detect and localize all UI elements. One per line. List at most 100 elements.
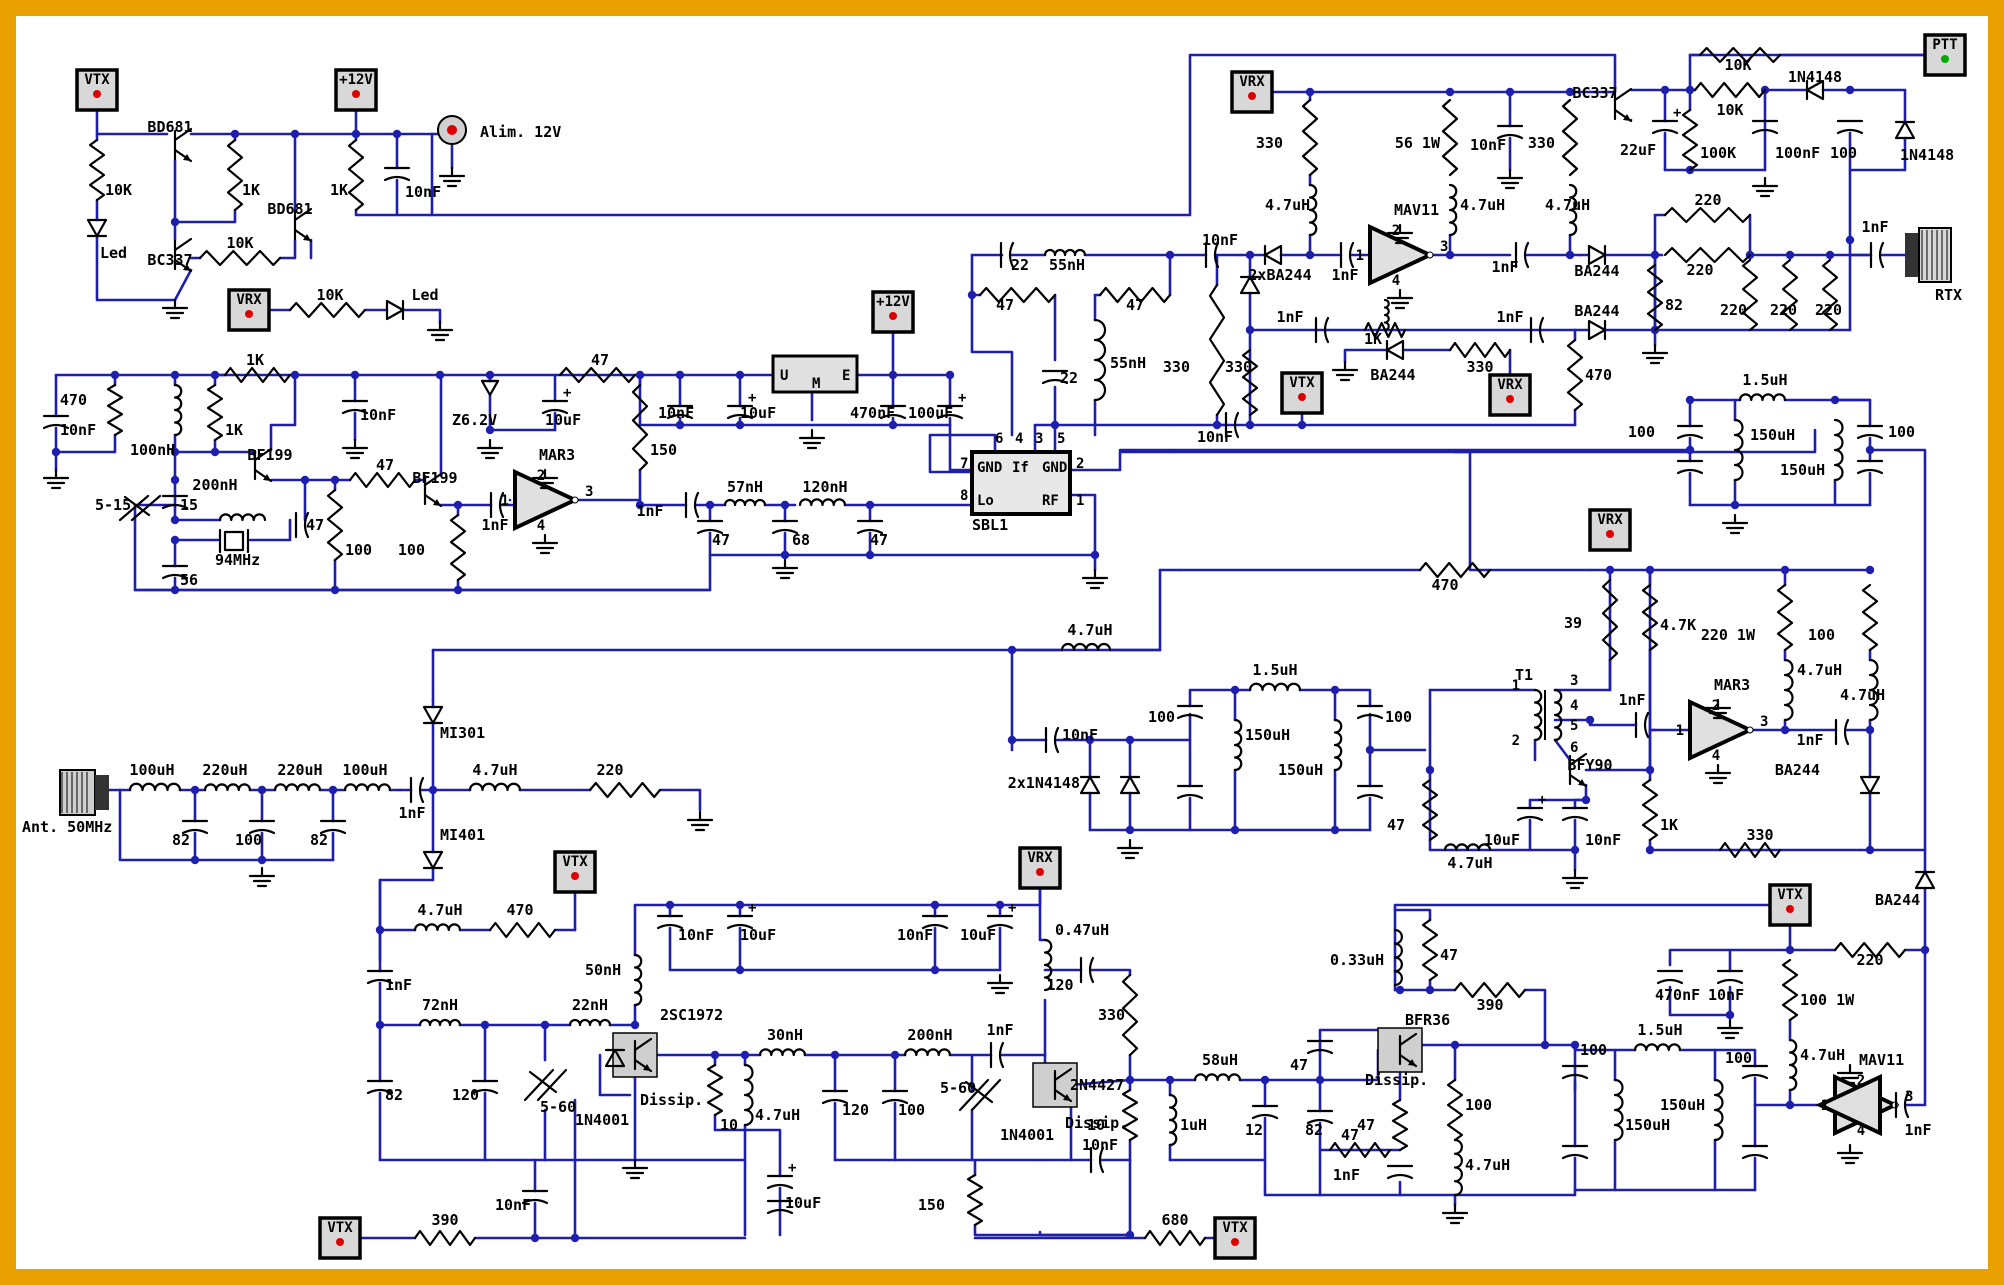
resistor [1663,206,1752,224]
capacitor [366,978,394,985]
diode-label: Led [411,286,438,304]
resistor [1693,81,1767,99]
resistor [978,286,1057,304]
ic-pin: 2 [537,468,545,484]
junction-dot [1865,445,1875,455]
supply-terminal[interactable] [1213,1216,1257,1260]
terminal-dot [1231,1238,1239,1246]
capacitor-label: 47 [712,531,730,549]
capacitor [986,923,1014,930]
junction-dot [780,550,790,560]
capacitor [693,491,700,519]
rtx-connector[interactable] [1905,233,1919,277]
transistor [1568,752,1588,767]
wire [948,423,974,472]
capacitor-label: 1nF [1496,308,1523,326]
inductor [1613,1078,1624,1142]
resistor [198,249,282,267]
trimmer-capacitor[interactable] [958,1078,1002,1112]
resistor-label: 100 [1808,626,1835,644]
resistor [1121,973,1139,1057]
wire [1038,886,1047,942]
resistor [1363,321,1407,339]
transistor-label: 2N4427 [1070,1076,1124,1094]
resistor [1698,46,1782,64]
diode [86,218,108,238]
capacitor-label: 10nF [1202,231,1238,249]
wire [1038,1158,1132,1237]
supply-terminal[interactable] [1018,846,1062,890]
trimmer-capacitor[interactable] [523,1068,568,1102]
inductor-label: 4.7uH [755,1106,800,1124]
resistor-label: 470 [1431,576,1458,594]
diode [1119,775,1141,795]
junction-dot [1570,1040,1580,1050]
wire [1868,448,1927,852]
diode-label: BA244 [1574,302,1619,320]
capacitor-label: 100nF [1775,144,1820,162]
resistor-label: 10K [1716,101,1743,119]
inductor-label: 4.7uH [1465,1156,1510,1174]
inductor-label: 4.7uH [472,761,517,779]
transistor [1613,87,1633,102]
resistor-label: 1K [242,181,260,199]
junction-dot [1730,500,1740,510]
trimmer-capacitor[interactable] [118,494,162,522]
resistor [106,383,124,437]
resistor [1143,1229,1207,1247]
transistor-arrow [303,234,311,241]
transformer-pin: 1 [1512,678,1520,694]
inductor-label: 100uH [342,761,387,779]
wire [1188,688,1237,708]
inductor [1193,1073,1242,1082]
capacitor-label: 100uF [908,404,953,422]
resistor [1741,258,1759,332]
junction-dot [170,475,180,485]
resistor [1821,258,1839,332]
wire [970,253,1014,437]
diode [1587,319,1607,341]
supply-terminal[interactable] [1230,70,1274,114]
capacitor-label: 100 [1148,708,1175,726]
resistor-label: 47 [1440,946,1458,964]
ic-pin: 1 [1676,723,1684,739]
terminal-dot [93,90,101,98]
junction-dot [1825,250,1835,260]
ic-pin: 3 [1440,239,1448,255]
capacitor [1751,128,1779,135]
wire [1648,648,1657,732]
capacitor [1538,316,1545,344]
resistor-label: 220 [1686,261,1713,279]
capacitor [696,528,724,535]
terminal-dot [1298,393,1306,401]
rtx-connector-body[interactable] [1918,227,1952,283]
capacitor-label: 1nF [986,1021,1013,1039]
capacitor [1041,378,1069,385]
crystal[interactable] [223,530,245,552]
capacitor [666,413,694,420]
capacitor-label: 100 [235,831,262,849]
capacitor-label: 22 [1060,369,1078,387]
diode-label: 1N4001 [1000,1126,1054,1144]
resistor [1681,108,1699,172]
inductor-label: 4.7uH [1840,686,1885,704]
resistor-label: 680 [1161,1211,1188,1229]
junction-dot [1785,250,1795,260]
inductor-label: 4.7uH [1265,196,1310,214]
ic-pin: 3 [1760,714,1768,730]
inductor-label: 150uH [1625,1116,1670,1134]
diode [1859,775,1881,795]
junction-dot [1645,765,1655,775]
inductor-label: 200nH [192,476,237,494]
capacitor-label: 10nF [360,406,396,424]
resistor [1601,578,1619,662]
resistor [1441,98,1459,177]
inductor-label: 1uH [1180,1116,1207,1134]
capacitor [383,175,411,182]
inductor [1633,1043,1682,1052]
junction-dot [735,420,745,430]
resistor-label: 390 [431,1211,458,1229]
diode [1385,339,1405,361]
diode-label: BA244 [1370,366,1415,384]
sbl1-pin-number: 6 [995,431,1003,447]
